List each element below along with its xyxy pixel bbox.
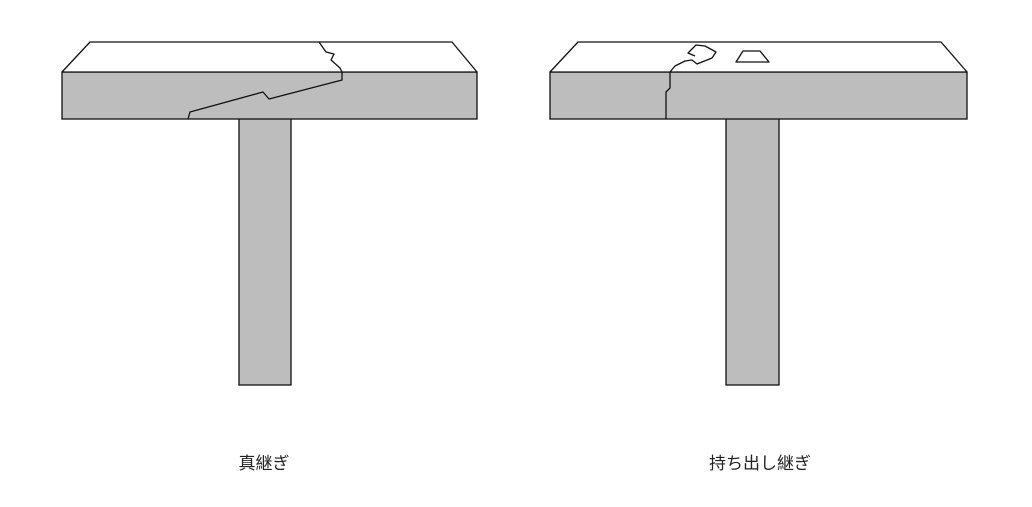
beam-top-face-left	[61, 41, 478, 73]
beam-front-face-left	[61, 71, 478, 120]
figure-cantilever-joint	[549, 41, 968, 386]
post-left	[238, 117, 292, 386]
beam-front-face-right	[549, 71, 968, 120]
caption-scarf-joint: 真継ぎ	[239, 454, 290, 474]
caption-cantilever-joint: 持ち出し継ぎ	[709, 454, 811, 474]
figure-scarf-joint	[61, 41, 478, 386]
joint-line-front-right	[665, 72, 671, 119]
beam-top-face-right	[549, 41, 968, 73]
joint-line-top-right	[669, 44, 717, 73]
mortise-outline	[735, 50, 770, 63]
post-right	[725, 117, 780, 386]
joint-line-top-left	[318, 41, 343, 73]
joint-line-front-left	[187, 72, 343, 120]
